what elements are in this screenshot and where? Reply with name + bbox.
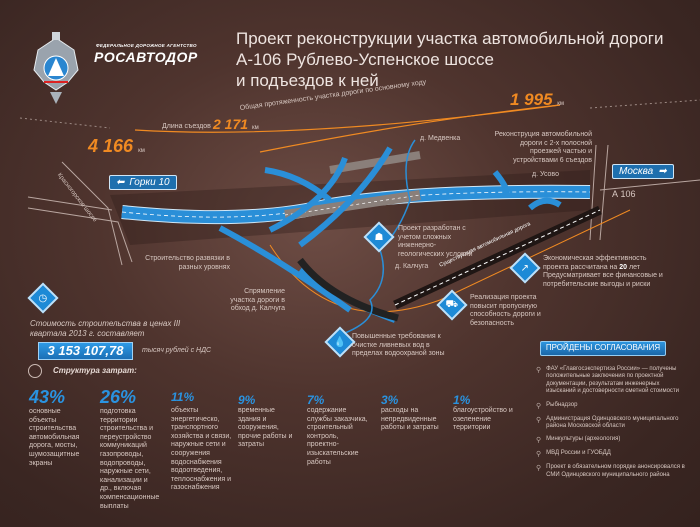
approval-item: ⚲ Минкультуры (археология) [536,436,686,444]
structure-icon [28,364,42,378]
village-medvenka: д. Медвенка [420,135,461,142]
cost-text: подготовка территории строительства и пе… [100,408,160,510]
approval-item: ⚲ ФАУ «Главгосэкспертиза России» — получе… [536,366,686,396]
title-line: и подъездов к ней [236,71,379,90]
approval-item: ⚲ Рыбнадзор [536,402,686,410]
note-water: Повышенные требования к очистке ливневых… [352,333,445,358]
approval-text: ФАУ «Главгосэкспертиза России» — получен… [546,366,680,395]
location-pin-icon: ⚲ [536,367,542,374]
text: Экономическая эффективность проекта расс… [543,255,647,271]
cost-item: 1%благоустройство и озеленение территори… [453,393,513,433]
location-pin-icon: ⚲ [536,416,542,424]
years: 20 [619,263,628,271]
exits-length-value: 2 171 км [213,116,259,132]
approvals-list: ⚲ ФАУ «Главгосэкспертиза России» — получе… [536,366,686,485]
exits-length-label: Длина съездов [162,123,211,130]
cost-pct: 1% [453,393,471,407]
note-geology: Проект разработан с учетом сложных инжен… [398,225,473,258]
cost-pct: 3% [381,393,399,407]
cost-item: 26%подготовка территории строительства и… [100,387,160,511]
arrow-right-icon: ➡ [658,166,667,177]
note-interchange: Строительство развязки в разных уровнях [145,255,230,271]
main-length-line [259,104,561,153]
note-straightening: Спрямление участка дороги в обход д. Кал… [230,288,285,313]
cost-item: 7%содержание службы заказчика, строитель… [307,393,369,467]
eagle-emblem-icon [33,32,79,104]
sign-label: Москва [619,166,654,177]
approval-item: ⚲ Проект в обязательном порядке анонсиров… [536,464,686,479]
location-pin-icon: ⚲ [536,402,542,410]
cost-pct: 26% [100,387,137,407]
total-length-value: 4 166 км [88,136,145,157]
location-pin-icon: ⚲ [536,437,542,445]
text: лет Предусматривает все финансовые и пот… [543,263,663,288]
cost-text: объекты энергетическо, транспортного хоз… [171,407,232,492]
page-title: Проект реконструкции участка автомобильн… [236,28,663,91]
value: 2 171 [213,116,249,132]
village-usovo: д. Усово [532,171,559,178]
note-economy: Экономическая эффективность проекта расс… [543,255,668,289]
distance-dashed-line [19,117,111,129]
sign-label: Горки 10 [129,177,170,188]
title-line: Проект реконструкции участка автомобильн… [236,29,664,48]
approval-text: Рыбнадзор [546,401,578,408]
cost-pct: 9% [238,393,256,407]
cost-value: 3 153 107,78 [38,342,133,360]
village-kalchuga: д. Калчуга [395,263,429,270]
cost-text: содержание службы заказчика, строительны… [307,407,368,466]
agency-subtitle: ФЕДЕРАЛЬНОЕ ДОРОЖНОЕ АГЕНТСТВО [96,43,197,48]
note-capacity: Реализация проекта повысит пропускную сп… [470,294,541,327]
cost-unit: тысяч рублей с НДС [142,347,212,354]
approval-item: ⚲ Администрация Одинцовского муниципально… [536,416,686,431]
sign-moscow: Москва ➡ [612,164,674,179]
cost-pct: 11% [171,390,195,404]
agency-logo-text: РОСАВТОДОР [94,49,198,65]
approval-text: МВД России и ГУОБДД [546,450,611,457]
cost-pct: 7% [307,393,325,407]
note-reconstruction: Реконструция автомобильной дороги с 2-х … [494,131,592,164]
unit: км [251,125,259,131]
approvals-header: ПРОЙДЕНЫ СОГЛАСОВАНИЯ [540,341,666,356]
location-pin-icon: ⚲ [536,451,542,459]
approval-text: Минкультуры (археология) [546,436,621,443]
location-pin-icon: ⚲ [536,465,542,473]
cost-label: Стоимость строительства в ценах III квар… [30,319,181,338]
title-line: А-106 Рублево-Успенское шоссе [236,50,494,69]
cost-text: основные объекты строительства автомобил… [29,408,80,467]
approval-text: Администрация Одинцовского муниципальног… [546,415,679,430]
cost-item: 9%временные здания и сооружения, прочие … [238,393,298,450]
approval-item: ⚲ МВД России и ГУОБДД [536,450,686,458]
road-label-a106: А 106 [612,189,636,199]
cost-item: 11% объекты энергетическо, транспортного … [171,390,233,493]
value: 1 995 [510,90,553,109]
value: 4 166 [88,136,134,156]
cost-text: расходы на непредвиденные работы и затра… [381,407,439,432]
structure-title: Структура затрат: [53,366,137,375]
cost-text: благоустройство и озеленение территории [453,407,513,432]
approval-text: Проект в обязательном порядке анонсирова… [546,464,685,478]
arrow-left-icon: ⬅ [116,177,125,188]
cost-item: 3%расходы на непредвиденные работы и зат… [381,393,446,433]
unit: км [557,101,565,107]
cost-pct: 43% [29,387,66,407]
main-length-value: 1 995 км [510,90,564,110]
sign-gorki: ⬅ Горки 10 [109,175,177,190]
cost-text: временные здания и сооружения, прочие ра… [238,407,293,449]
unit: км [138,148,145,154]
cost-item: 43%основные объекты строительства автомо… [29,387,89,468]
